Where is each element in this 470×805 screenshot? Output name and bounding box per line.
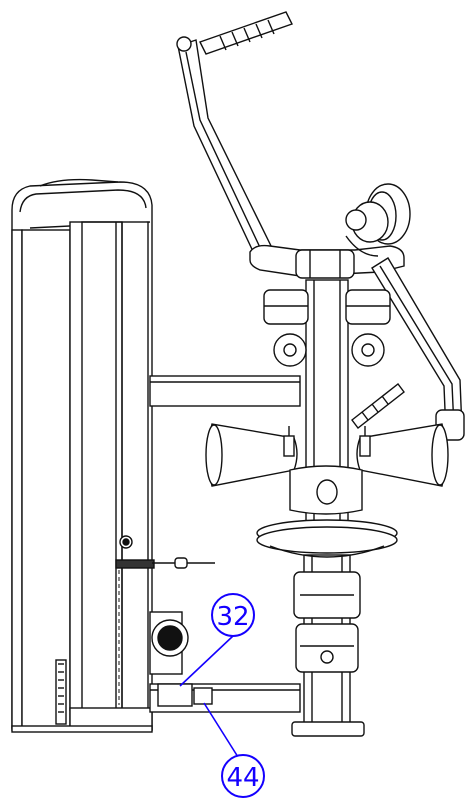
pivot-hubs: [263, 289, 391, 367]
right-arm: [345, 183, 465, 441]
gas-spring: [351, 383, 405, 429]
base-pulley: [149, 611, 189, 675]
callout-32: 32: [179, 593, 255, 687]
callout-44-circle: [221, 754, 265, 798]
weight-stack-tower: [11, 178, 215, 733]
left-arm: [176, 11, 293, 264]
callout-32-circle: [211, 593, 255, 637]
callout-44: 44: [203, 702, 265, 798]
leg-pads: [205, 423, 449, 487]
frame-beams: [149, 375, 301, 713]
callout-44-leader: [203, 702, 239, 758]
callout-32-label: 32: [216, 602, 249, 632]
callout-44-label: 44: [226, 763, 259, 793]
seat: [256, 465, 398, 558]
callout-32-leader: [179, 635, 234, 687]
lower-mechanism: [293, 571, 361, 673]
